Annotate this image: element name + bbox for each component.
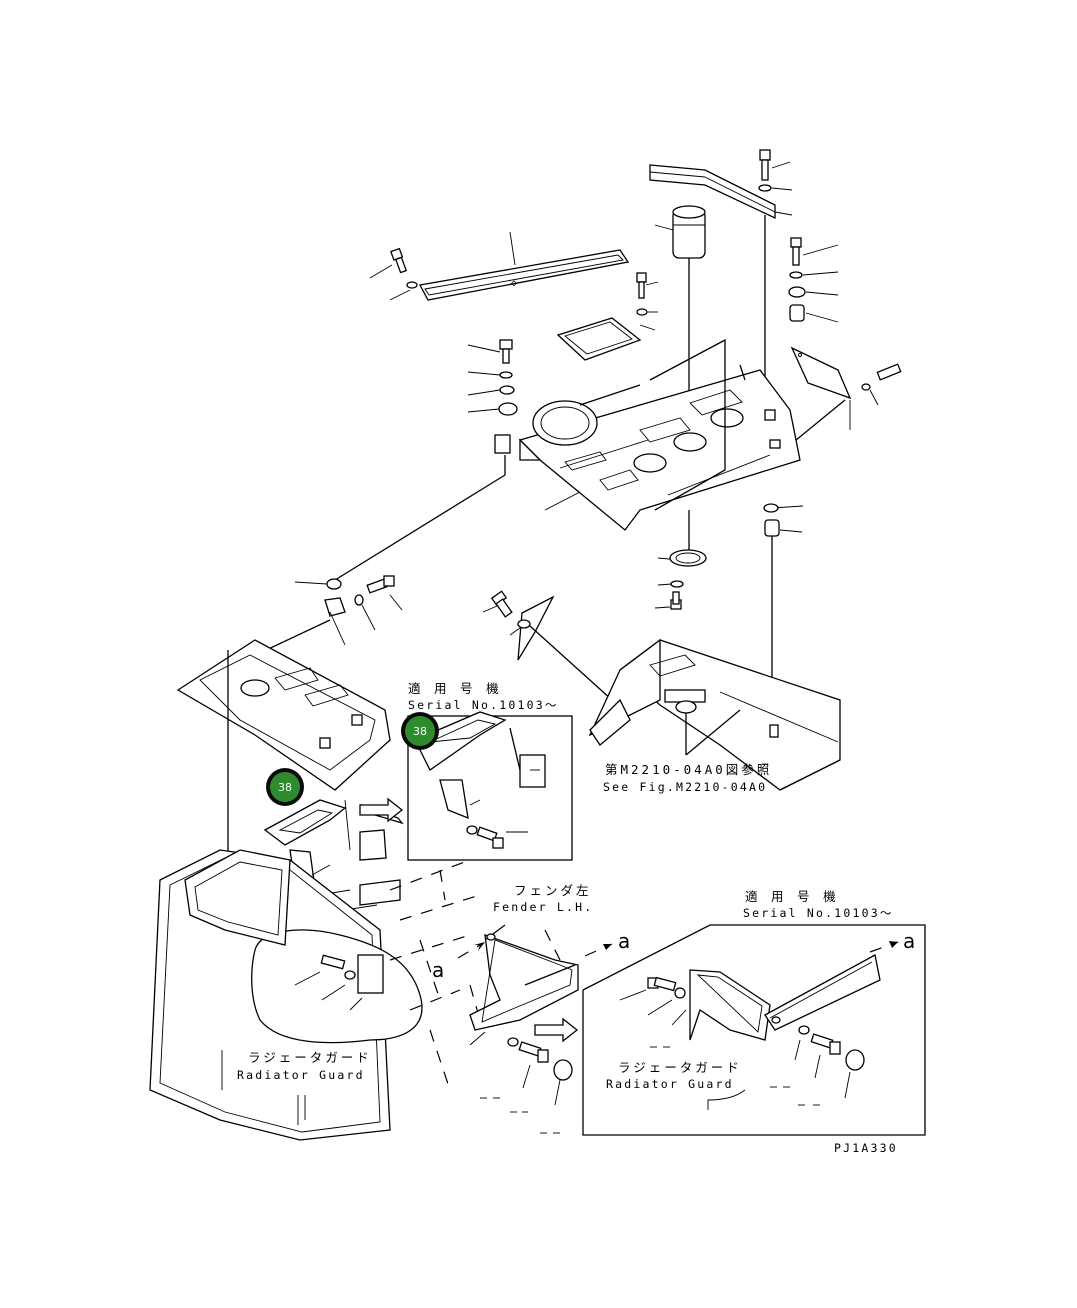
svg-text:◇: ◇ bbox=[511, 278, 517, 289]
radiator-guard-left bbox=[149, 849, 423, 1141]
top-bracket bbox=[649, 164, 776, 400]
serial-box-lower bbox=[582, 924, 926, 1136]
drawing-number: PJ1A330 bbox=[834, 1141, 898, 1155]
serial-box-lower-en: Serial No.10103～ bbox=[743, 906, 894, 920]
access-cover-right bbox=[789, 346, 902, 446]
serial-box-upper bbox=[407, 711, 573, 861]
radiator-guard-left-jp: ラジェータガード bbox=[248, 1050, 372, 1065]
hollow-arrow-2 bbox=[534, 1017, 579, 1043]
center-mid-plate bbox=[482, 590, 613, 701]
ref-a-1: a bbox=[432, 958, 444, 982]
serial-box-upper-jp: 適 用 号 機 bbox=[408, 681, 502, 696]
hollow-arrow-1 bbox=[359, 797, 404, 823]
fender-lh bbox=[469, 924, 579, 1046]
serial-box-lower-jp: 適 用 号 機 bbox=[745, 889, 839, 904]
callout-number: 38 bbox=[278, 781, 292, 794]
callout-number: 38 bbox=[413, 725, 427, 738]
radiator-guard-left-en: Radiator Guard bbox=[237, 1068, 365, 1082]
ref-arrow-a1 bbox=[457, 942, 485, 959]
ref-a-2: a bbox=[618, 929, 630, 953]
center-left-bracket bbox=[244, 575, 403, 661]
left-bolt-stack bbox=[467, 339, 518, 416]
fender-label-en: Fender L.H. bbox=[493, 900, 593, 914]
radiator-guard-right-jp: ラジェータガード bbox=[618, 1060, 742, 1075]
top-bolt-1 bbox=[758, 149, 793, 216]
see-figure-label-jp: 第M2210-04A0図参照 bbox=[605, 762, 772, 777]
fender-hardware bbox=[480, 1037, 573, 1134]
upper-left-bolt bbox=[369, 247, 418, 301]
main-deck-plate bbox=[334, 338, 801, 581]
callout-38-left[interactable]: 38 bbox=[266, 768, 304, 806]
ref-a-3: a bbox=[903, 929, 915, 953]
ref-arrow-a2 bbox=[584, 943, 613, 957]
left-deck-plate bbox=[176, 639, 391, 870]
upper-cover-panel: ◇ bbox=[419, 231, 630, 301]
callout-38-upper[interactable]: 38 bbox=[401, 712, 439, 750]
small-plate-bolt bbox=[636, 272, 659, 316]
small-plate bbox=[556, 317, 656, 361]
serial-box-upper-en: Serial No.10103～ bbox=[408, 698, 559, 712]
fender-label-jp: フェンダ左 bbox=[514, 883, 592, 898]
right-bolt-stack bbox=[788, 237, 839, 323]
radiator-guard-right-en: Radiator Guard bbox=[606, 1077, 734, 1091]
ref-arrow-a3 bbox=[869, 941, 899, 953]
see-figure-label-en: See Fig.M2210-04A0 bbox=[603, 780, 767, 794]
lower-right-deck bbox=[588, 638, 841, 791]
filler-cap bbox=[654, 205, 706, 410]
dashed-guides bbox=[389, 859, 561, 1091]
